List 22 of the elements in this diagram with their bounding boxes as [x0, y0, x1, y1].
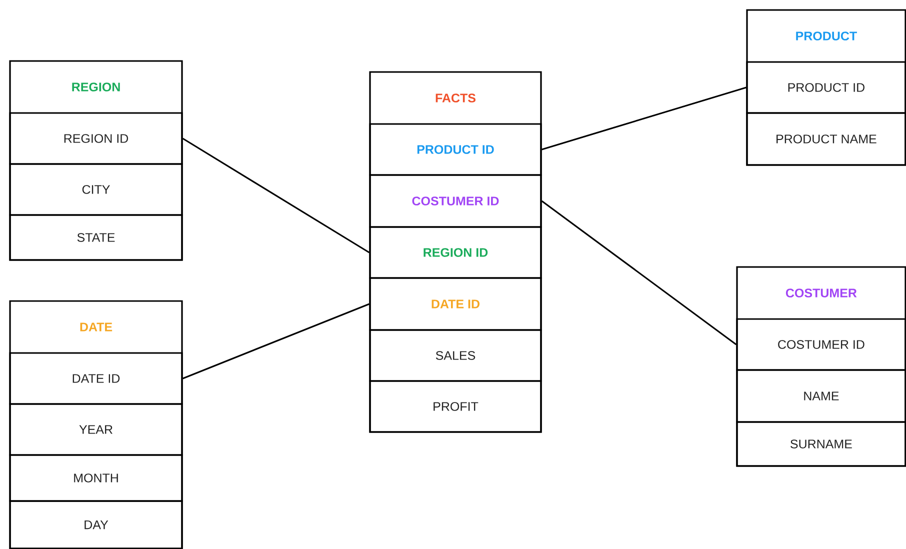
table-row: DATE ID [9, 352, 183, 405]
table-row: DATE ID [369, 277, 542, 331]
table-row: DAY [9, 500, 183, 549]
table-row: CITY [9, 163, 183, 216]
table-row: REGION ID [369, 226, 542, 279]
table-row: PRODUCT NAME [746, 112, 906, 166]
table-row: PRODUCT ID [369, 123, 542, 176]
table-row: SALES [369, 329, 542, 382]
table-row: NAME [736, 369, 906, 423]
connector-line [542, 86, 746, 150]
connector-line [182, 303, 370, 380]
table-row: STATE [9, 214, 183, 261]
table-row: COSTUMER ID [736, 318, 906, 371]
table-row: PROFIT [369, 380, 542, 433]
table-row: YEAR [9, 403, 183, 456]
table-row: MONTH [9, 454, 183, 502]
table-row: SURNAME [736, 421, 906, 467]
table-row: REGION ID [9, 112, 183, 165]
connector-line [182, 138, 370, 254]
table-row: PRODUCT ID [746, 61, 906, 114]
connector-line [541, 200, 737, 346]
table-row: COSTUMER ID [369, 174, 542, 228]
